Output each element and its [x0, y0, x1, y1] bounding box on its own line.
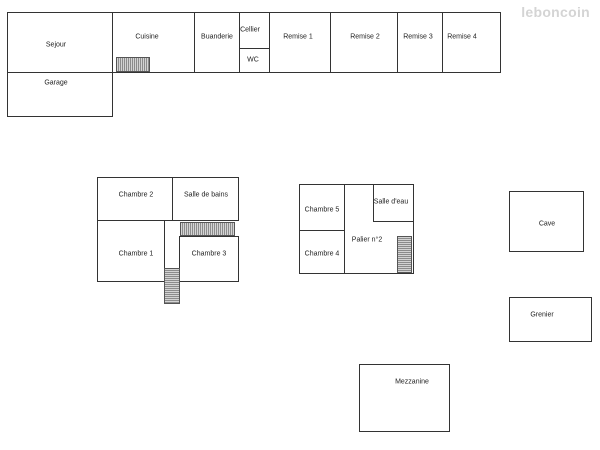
room-remise-2	[330, 12, 398, 73]
label-remise-4: Remise 4	[447, 33, 477, 41]
label-mezzanine: Mezzanine	[395, 378, 429, 386]
label-sejour: Sejour	[45, 41, 67, 49]
watermark-logo: leboncoin	[521, 4, 590, 20]
staircase-chambres	[164, 268, 180, 304]
room-chambre-3	[179, 236, 239, 282]
label-garage: Garage	[44, 79, 68, 87]
staircase-salle-de-bains	[180, 222, 235, 236]
label-remise-2: Remise 2	[350, 33, 380, 41]
label-chambre-3: Chambre 3	[191, 250, 227, 258]
room-buanderie	[194, 12, 240, 73]
room-garage	[7, 72, 113, 117]
room-grenier	[509, 297, 592, 342]
room-chambre-2	[97, 177, 173, 221]
label-cuisine: Cuisine	[135, 33, 159, 41]
room-salle-deau	[373, 184, 414, 222]
room-mezzanine	[359, 364, 450, 432]
label-palier-2: Palier n°2	[351, 236, 383, 244]
label-salle-de-bains: Salle de bains	[184, 191, 228, 199]
label-buanderie: Buanderie	[201, 33, 233, 41]
room-remise-3	[397, 12, 443, 73]
staircase-cuisine	[116, 57, 150, 72]
room-salle-de-bains	[172, 177, 239, 221]
label-chambre-1: Chambre 1	[118, 250, 154, 258]
label-grenier: Grenier	[530, 311, 554, 319]
room-chambre-5	[299, 184, 345, 231]
room-sejour	[7, 12, 113, 73]
room-remise-1	[269, 12, 331, 73]
label-remise-3: Remise 3	[403, 33, 433, 41]
room-remise-4	[442, 12, 501, 73]
label-chambre-2: Chambre 2	[118, 191, 154, 199]
label-cave: Cave	[538, 220, 556, 228]
label-salle-deau: Salle d'eau	[373, 198, 409, 206]
label-cellier: Cellier	[240, 26, 260, 34]
label-chambre-5: Chambre 5	[304, 206, 340, 214]
label-wc: WC	[247, 56, 259, 64]
label-remise-1: Remise 1	[283, 33, 313, 41]
room-cave	[509, 191, 584, 252]
staircase-palier	[397, 236, 412, 273]
label-chambre-4: Chambre 4	[304, 250, 340, 258]
room-chambre-1	[97, 220, 165, 282]
room-chambre-4	[299, 230, 345, 274]
